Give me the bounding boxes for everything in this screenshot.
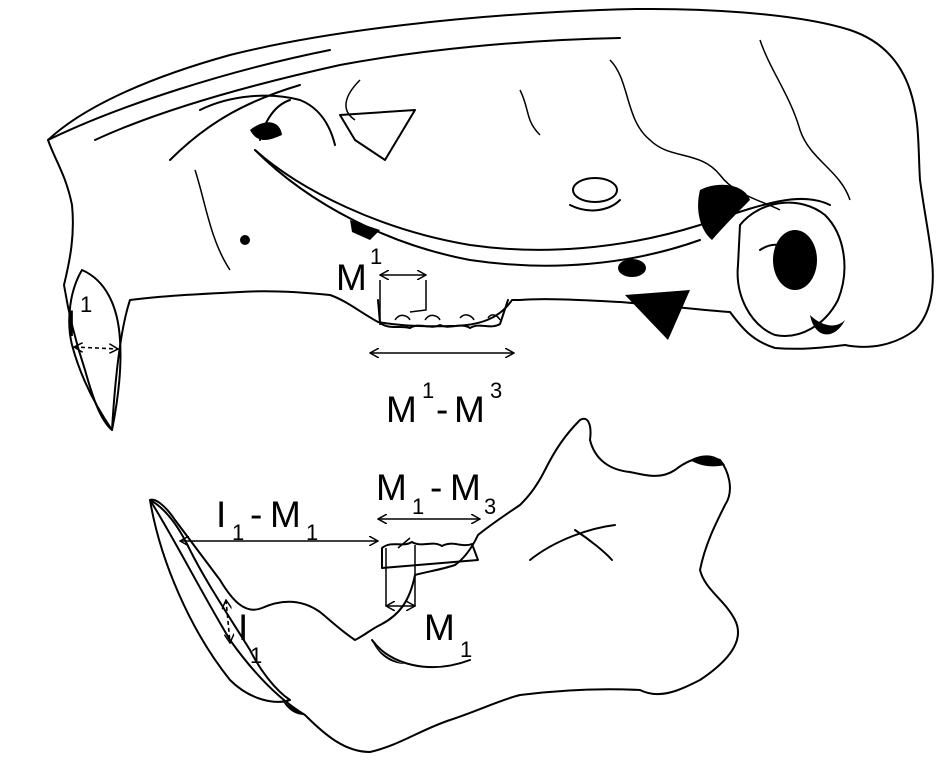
lower-diastema-m: M — [270, 494, 301, 535]
upper-m1-sup: 1 — [370, 244, 382, 269]
lower-diastema-i-sub: 1 — [232, 520, 244, 545]
upper-row-dash: - — [436, 389, 448, 430]
lower-diastema-dash: - — [250, 494, 262, 535]
lower-m1-box — [386, 538, 415, 606]
lower-row-m1-sub: 1 — [412, 494, 424, 519]
upper-row-m3-sup: 3 — [490, 378, 502, 403]
upper-m1-label: M — [336, 257, 367, 298]
measurement-labels: I 1 M 1 M 1 - M 3 I 1 - M 1 M 1 - M 3 I … — [66, 244, 502, 668]
cranium-drawing — [48, 9, 933, 430]
upper-row-m1: M — [386, 389, 417, 430]
lower-row-m3-sub: 3 — [484, 494, 496, 519]
lower-row-m1: M — [376, 467, 407, 508]
lower-diastema-i: I — [216, 494, 226, 535]
mandible-drawing — [150, 419, 738, 752]
cranium-shadow — [250, 122, 282, 140]
lower-diastema-m-sub: 1 — [306, 520, 318, 545]
upper-m1-box — [380, 280, 426, 325]
upper-incisor-width-arrow — [74, 347, 118, 349]
lower-m1-sub: 1 — [460, 637, 472, 662]
lower-m1-label: M — [424, 607, 455, 648]
lower-molar-row — [382, 542, 478, 568]
upper-row-m1-sup: 1 — [422, 378, 434, 403]
upper-incisor-label: I — [66, 303, 76, 344]
measurement-marks — [74, 275, 514, 643]
cranium-outline — [48, 9, 933, 430]
lower-row-dash: - — [430, 467, 442, 508]
mandible-outline — [150, 419, 738, 752]
upper-incisor-sup: 1 — [80, 292, 92, 317]
lower-row-m3: M — [450, 467, 481, 508]
lower-incisor-label: I — [238, 607, 248, 648]
lower-incisor-sub: 1 — [250, 643, 262, 668]
upper-row-m3: M — [454, 389, 485, 430]
